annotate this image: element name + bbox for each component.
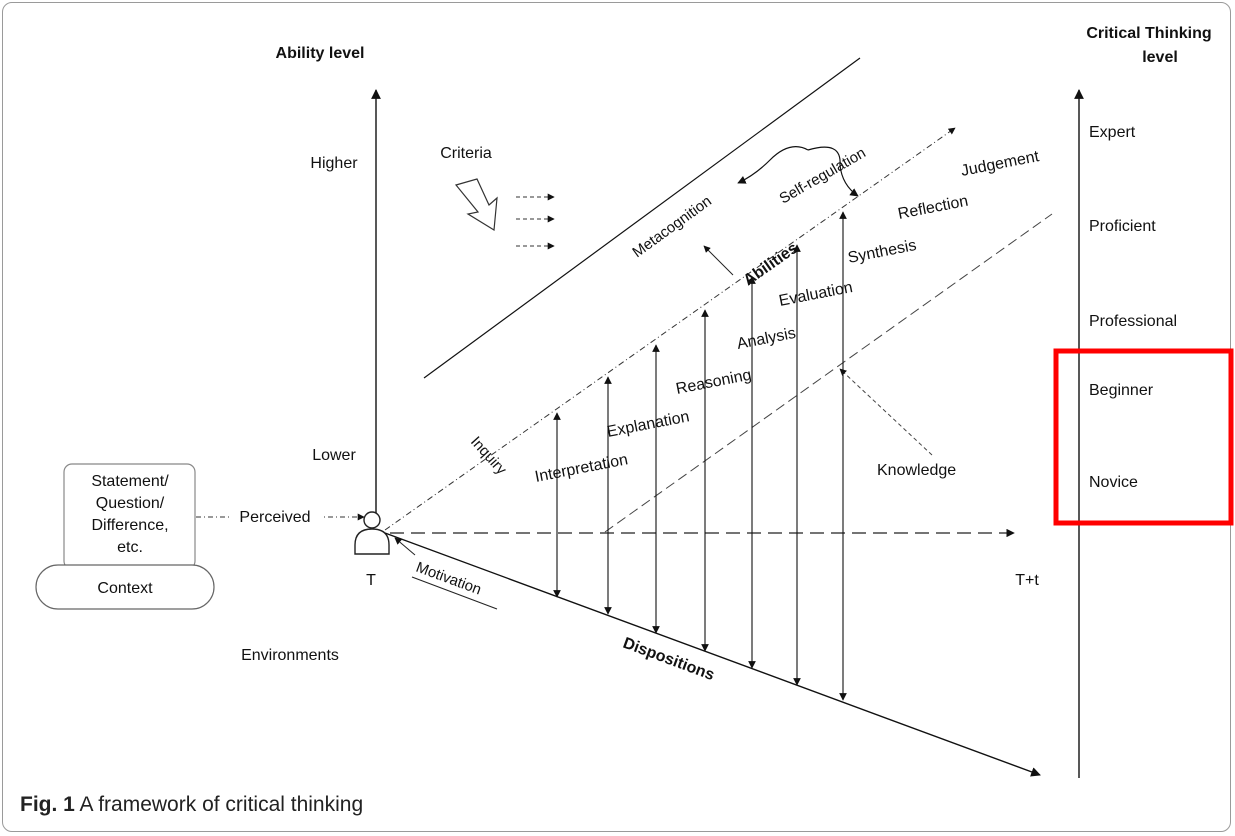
figure-caption: Fig. 1 A framework of critical thinking bbox=[20, 793, 363, 817]
level-novice: Novice bbox=[1089, 474, 1138, 491]
synthesis-label: Synthesis bbox=[847, 237, 918, 267]
motivation-label: Motivation bbox=[414, 559, 484, 599]
ct-axis-title-line1: Critical Thinking bbox=[1086, 25, 1211, 42]
figure-caption-label: Fig. 1 bbox=[20, 793, 75, 816]
level-beginner: Beginner bbox=[1089, 382, 1154, 399]
criteria-boundary-line bbox=[423, 57, 861, 379]
motivation-arrow bbox=[394, 537, 416, 556]
abilities-label: Abilities bbox=[741, 240, 802, 290]
criteria-arrow-icon bbox=[454, 178, 498, 232]
level-proficient: Proficient bbox=[1089, 218, 1156, 235]
time-start: T bbox=[366, 572, 376, 589]
statement-line-1: Statement/ bbox=[91, 473, 169, 490]
knowledge-line bbox=[604, 213, 1053, 533]
analysis-label: Analysis bbox=[736, 325, 798, 353]
highlight-box bbox=[1053, 348, 1234, 526]
dispositions-label: Dispositions bbox=[621, 635, 717, 684]
perceived-label: Perceived bbox=[239, 509, 310, 526]
dispositions-line bbox=[384, 532, 1041, 777]
reflection-label: Reflection bbox=[897, 193, 970, 223]
lower-label: Lower bbox=[312, 447, 356, 464]
figure-caption-text: A framework of critical thinking bbox=[79, 793, 364, 816]
statement-line-2: Question/ bbox=[96, 495, 165, 512]
criteria-label: Criteria bbox=[440, 145, 492, 162]
level-professional: Professional bbox=[1089, 313, 1177, 330]
explanation-label: Explanation bbox=[606, 408, 691, 441]
environments-label: Environments bbox=[241, 647, 339, 664]
reasoning-label: Reasoning bbox=[675, 367, 753, 398]
inquiry-label: Inquiry bbox=[467, 433, 510, 478]
statement-line-4: etc. bbox=[117, 539, 143, 556]
context-ellipse bbox=[35, 564, 215, 610]
abilities-arrow bbox=[703, 245, 734, 276]
time-end: T+t bbox=[1015, 572, 1039, 589]
level-expert: Expert bbox=[1089, 124, 1136, 141]
judgement-label: Judgement bbox=[960, 148, 1041, 180]
abilities-line bbox=[384, 127, 956, 531]
self-regulation-curve-arrow bbox=[737, 146, 809, 184]
statement-line-3: Difference, bbox=[91, 517, 168, 534]
interpretation-label: Interpretation bbox=[534, 451, 630, 486]
knowledge-label: Knowledge bbox=[877, 462, 956, 479]
ability-axis-title: Ability level bbox=[276, 45, 365, 62]
motivation-underline bbox=[411, 576, 498, 610]
higher-label: Higher bbox=[310, 155, 358, 172]
metacognition-label: Metacognition bbox=[629, 193, 715, 262]
ct-axis-title-line2: level bbox=[1142, 49, 1178, 66]
knowledge-pointer bbox=[839, 368, 933, 456]
context-label: Context bbox=[97, 580, 153, 597]
self-regulation-feedback-arrow bbox=[807, 146, 859, 197]
person-icon bbox=[354, 511, 390, 555]
